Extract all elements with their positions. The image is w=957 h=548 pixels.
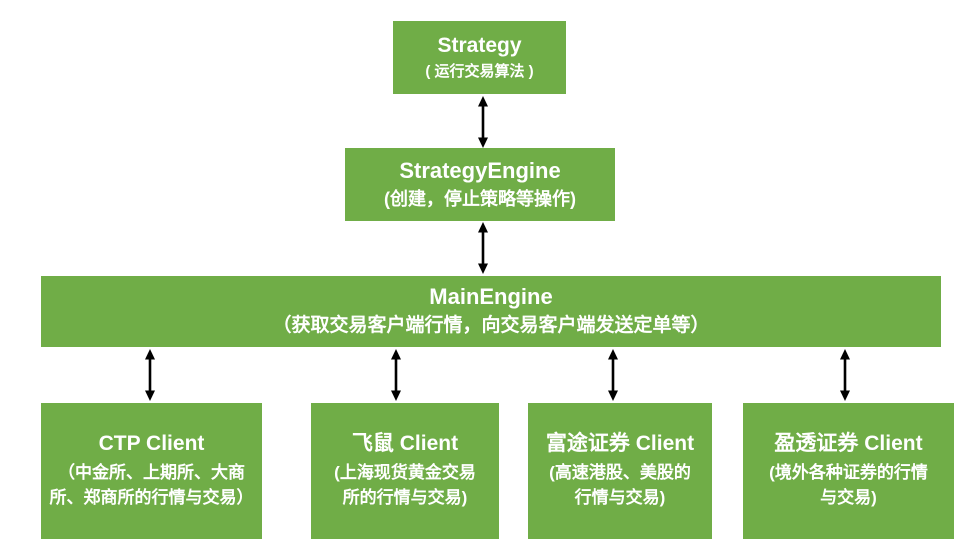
double-arrow-strategy-strategyengine-icon: [478, 96, 488, 148]
node-strategy-engine-title: StrategyEngine: [399, 157, 561, 183]
node-main-engine-title: MainEngine: [429, 283, 553, 309]
node-feishu-client-title: 飞鼠 Client: [351, 432, 459, 456]
node-yingtou-client-subtitle: (境外各种证券的行情 与交易): [769, 463, 928, 508]
double-arrow-strategyengine-mainengine-icon: [478, 222, 488, 274]
double-arrow-mainengine-yingtou-icon: [840, 349, 850, 401]
double-arrow-mainengine-ctp-icon: [145, 349, 155, 401]
node-ctp-client-title: CTP Client: [98, 432, 205, 456]
double-arrow-mainengine-futu-icon: [608, 349, 618, 401]
node-futu-client-title: 富途证券 Client: [545, 432, 695, 456]
node-futu-client: 富途证券 Client (高速港股、美股的 行情与交易): [528, 403, 712, 539]
node-main-engine-subtitle: （获取交易客户端行情，向交易客户端发送定单等）: [272, 315, 710, 337]
node-main-engine: MainEngine （获取交易客户端行情，向交易客户端发送定单等）: [41, 276, 941, 347]
node-strategy-engine: StrategyEngine (创建，停止策略等操作): [345, 148, 615, 221]
node-strategy: Strategy ( 运行交易算法 ): [393, 21, 566, 94]
node-strategy-engine-subtitle: (创建，停止策略等操作): [384, 189, 576, 210]
node-strategy-title: Strategy: [437, 33, 522, 57]
node-feishu-client: 飞鼠 Client (上海现货黄金交易 所的行情与交易): [311, 403, 499, 539]
node-futu-client-subtitle: (高速港股、美股的 行情与交易): [549, 463, 691, 508]
node-feishu-client-subtitle: (上海现货黄金交易 所的行情与交易): [334, 463, 476, 508]
node-yingtou-client-title: 盈透证券 Client: [774, 432, 923, 456]
node-ctp-client-subtitle: （中金所、上期所、大商 所、郑商所的行情与交易）: [49, 463, 254, 508]
node-ctp-client: CTP Client （中金所、上期所、大商 所、郑商所的行情与交易）: [41, 403, 262, 539]
node-yingtou-client: 盈透证券 Client (境外各种证券的行情 与交易): [743, 403, 954, 539]
node-strategy-subtitle: ( 运行交易算法 ): [425, 62, 534, 80]
double-arrow-mainengine-feishu-icon: [391, 349, 401, 401]
